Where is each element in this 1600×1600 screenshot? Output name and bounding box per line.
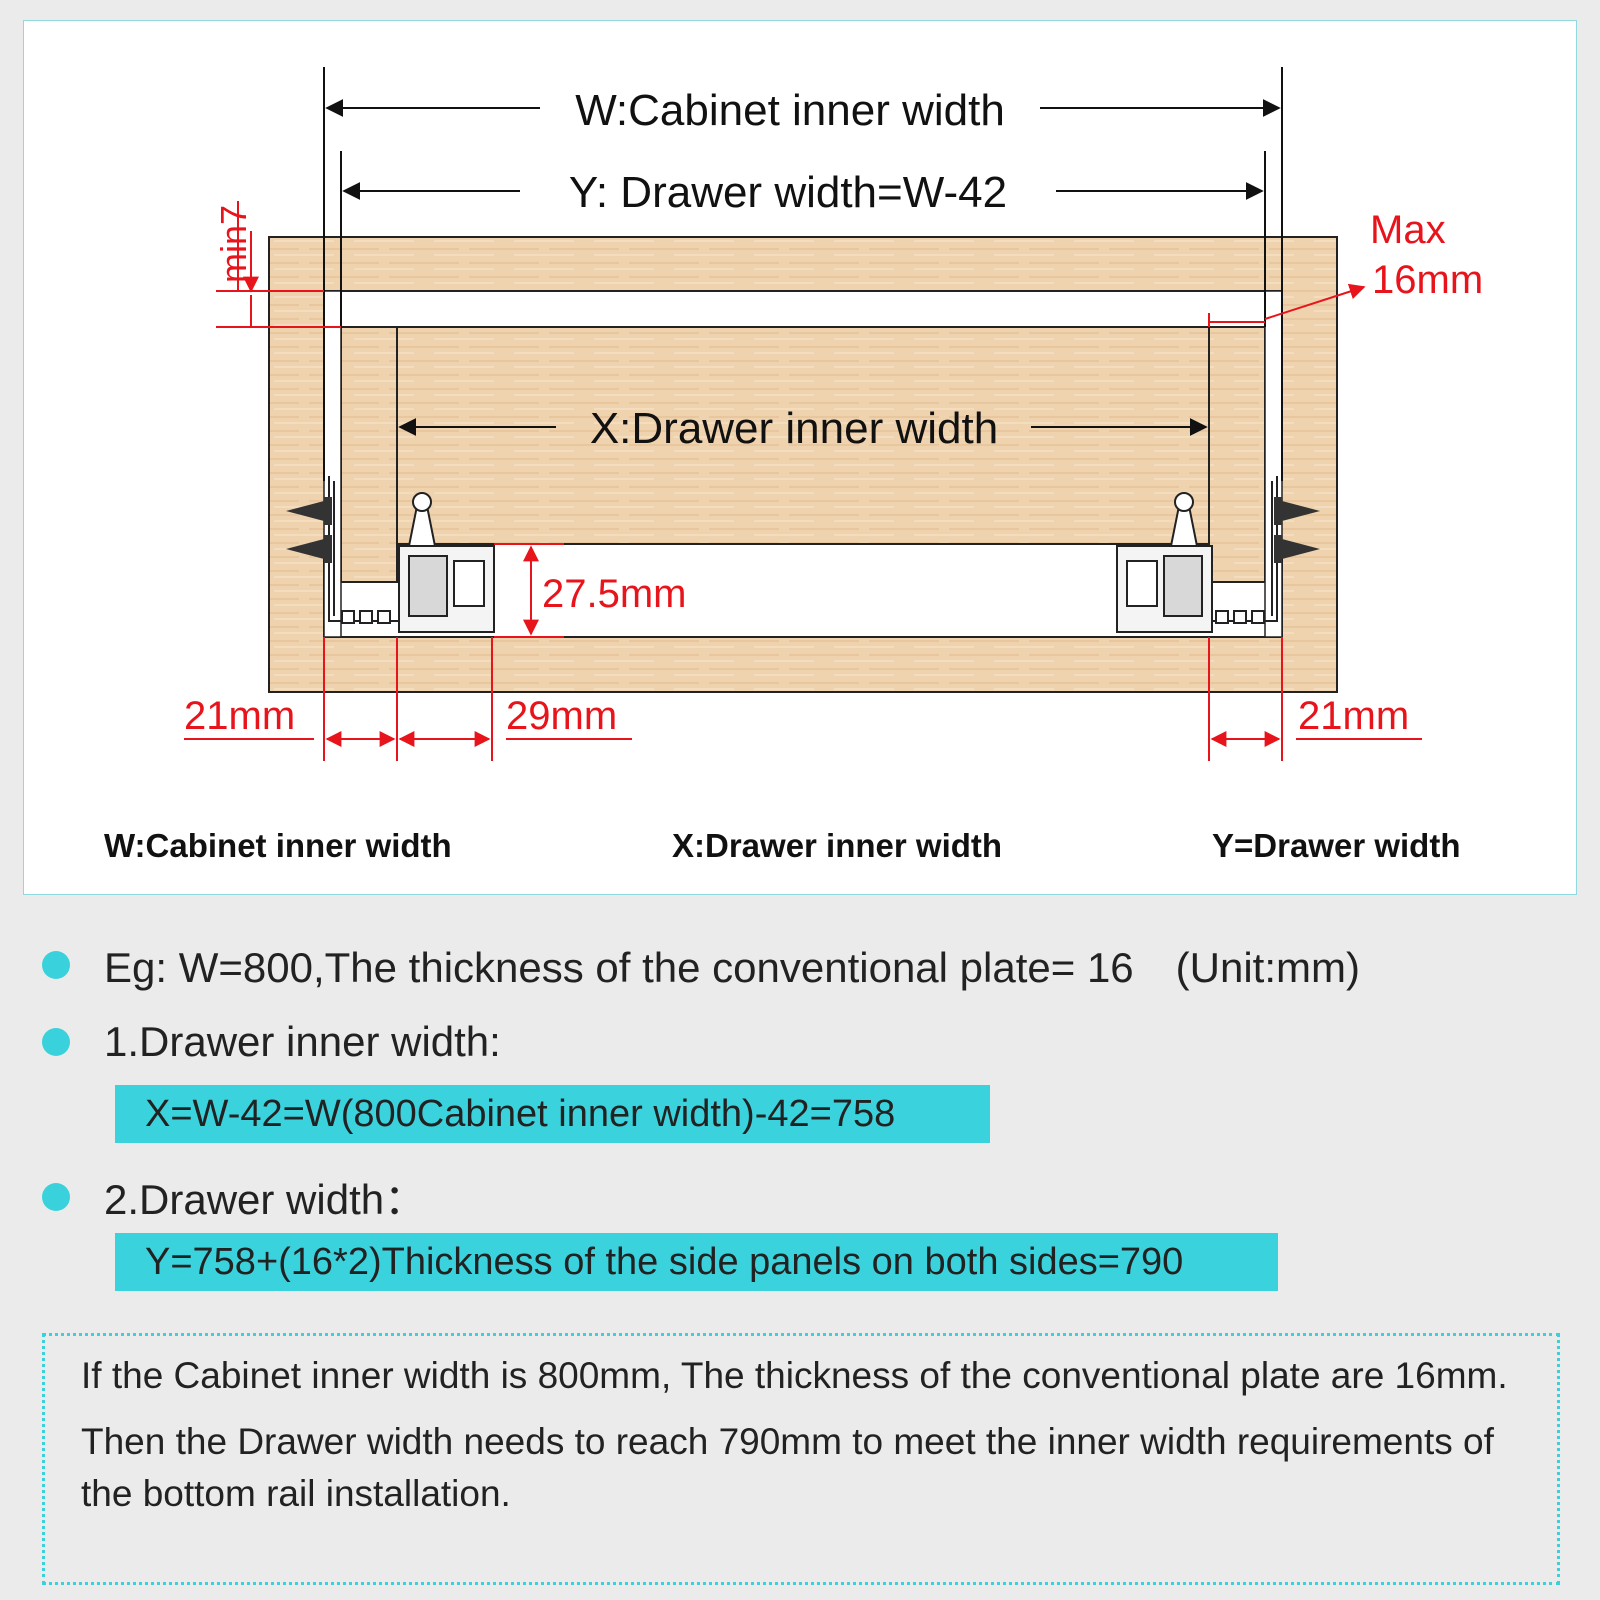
step1-row: 1.Drawer inner width:	[42, 1018, 501, 1066]
note-box: If the Cabinet inner width is 800mm, The…	[42, 1333, 1560, 1585]
min7-label: min7	[213, 205, 254, 283]
extension-lines	[323, 67, 1283, 481]
right-21mm-label: 21mm	[1298, 694, 1409, 738]
step1-formula: X=W-42=W(800Cabinet inner width)-42=758	[115, 1085, 990, 1143]
example-intro: Eg: W=800,The thickness of the conventio…	[104, 944, 1360, 991]
drawer-front-panel	[396, 326, 1210, 545]
drawer-left-panel	[340, 326, 398, 583]
step2-formula: Y=758+(16*2)Thickness of the side panels…	[115, 1233, 1278, 1291]
bullet-dot	[42, 1028, 70, 1056]
drawer-diagram: W:Cabinet inner width Y: Drawer width=W-…	[184, 67, 1483, 761]
note-paragraph-1: If the Cabinet inner width is 800mm, The…	[81, 1355, 1508, 1396]
step2-row: 2.Drawer width：	[42, 1166, 426, 1227]
x-dimension-label: X:Drawer inner width	[590, 404, 998, 453]
drawer-right-panel	[1208, 326, 1266, 583]
w-dimension-label: W:Cabinet inner width	[575, 86, 1005, 135]
left-screws	[286, 497, 332, 563]
cabinet-right-inner-wall	[1264, 290, 1283, 638]
step2-title: 2.Drawer width：	[104, 1176, 427, 1223]
note-paragraph-2: Then the Drawer width needs to reach 790…	[81, 1421, 1494, 1514]
height-27-5-label: 27.5mm	[542, 572, 687, 616]
legend-x: X:Drawer inner width	[672, 827, 1003, 864]
height-27-5-dimension	[494, 543, 564, 638]
max-label-line1: Max	[1370, 208, 1446, 252]
diagram-panel: W:Cabinet inner width Y: Drawer width=W-…	[23, 20, 1577, 895]
bottom-dimensions	[184, 637, 1422, 761]
example-intro-row: Eg: W=800,The thickness of the conventio…	[42, 934, 1360, 995]
top-gap	[323, 290, 1283, 328]
left-rail-hardware	[328, 476, 495, 633]
max-16mm-leader	[1208, 283, 1366, 327]
legend-w: W:Cabinet inner width	[104, 827, 452, 864]
right-rail-hardware	[1116, 476, 1278, 633]
max-label-line2: 16mm	[1372, 258, 1483, 302]
cabinet-left-inner-wall	[323, 290, 342, 638]
legend-y: Y=Drawer width	[1212, 827, 1461, 864]
mid-29mm-label: 29mm	[506, 694, 617, 738]
min7-dimension	[216, 201, 341, 328]
right-screws	[1274, 497, 1320, 563]
step1-title: 1.Drawer inner width:	[104, 1018, 501, 1065]
left-21mm-label: 21mm	[184, 694, 295, 738]
bullet-dot	[42, 1182, 70, 1211]
bullet-dot	[42, 950, 70, 979]
y-dimension-label: Y: Drawer width=W-42	[569, 168, 1007, 217]
